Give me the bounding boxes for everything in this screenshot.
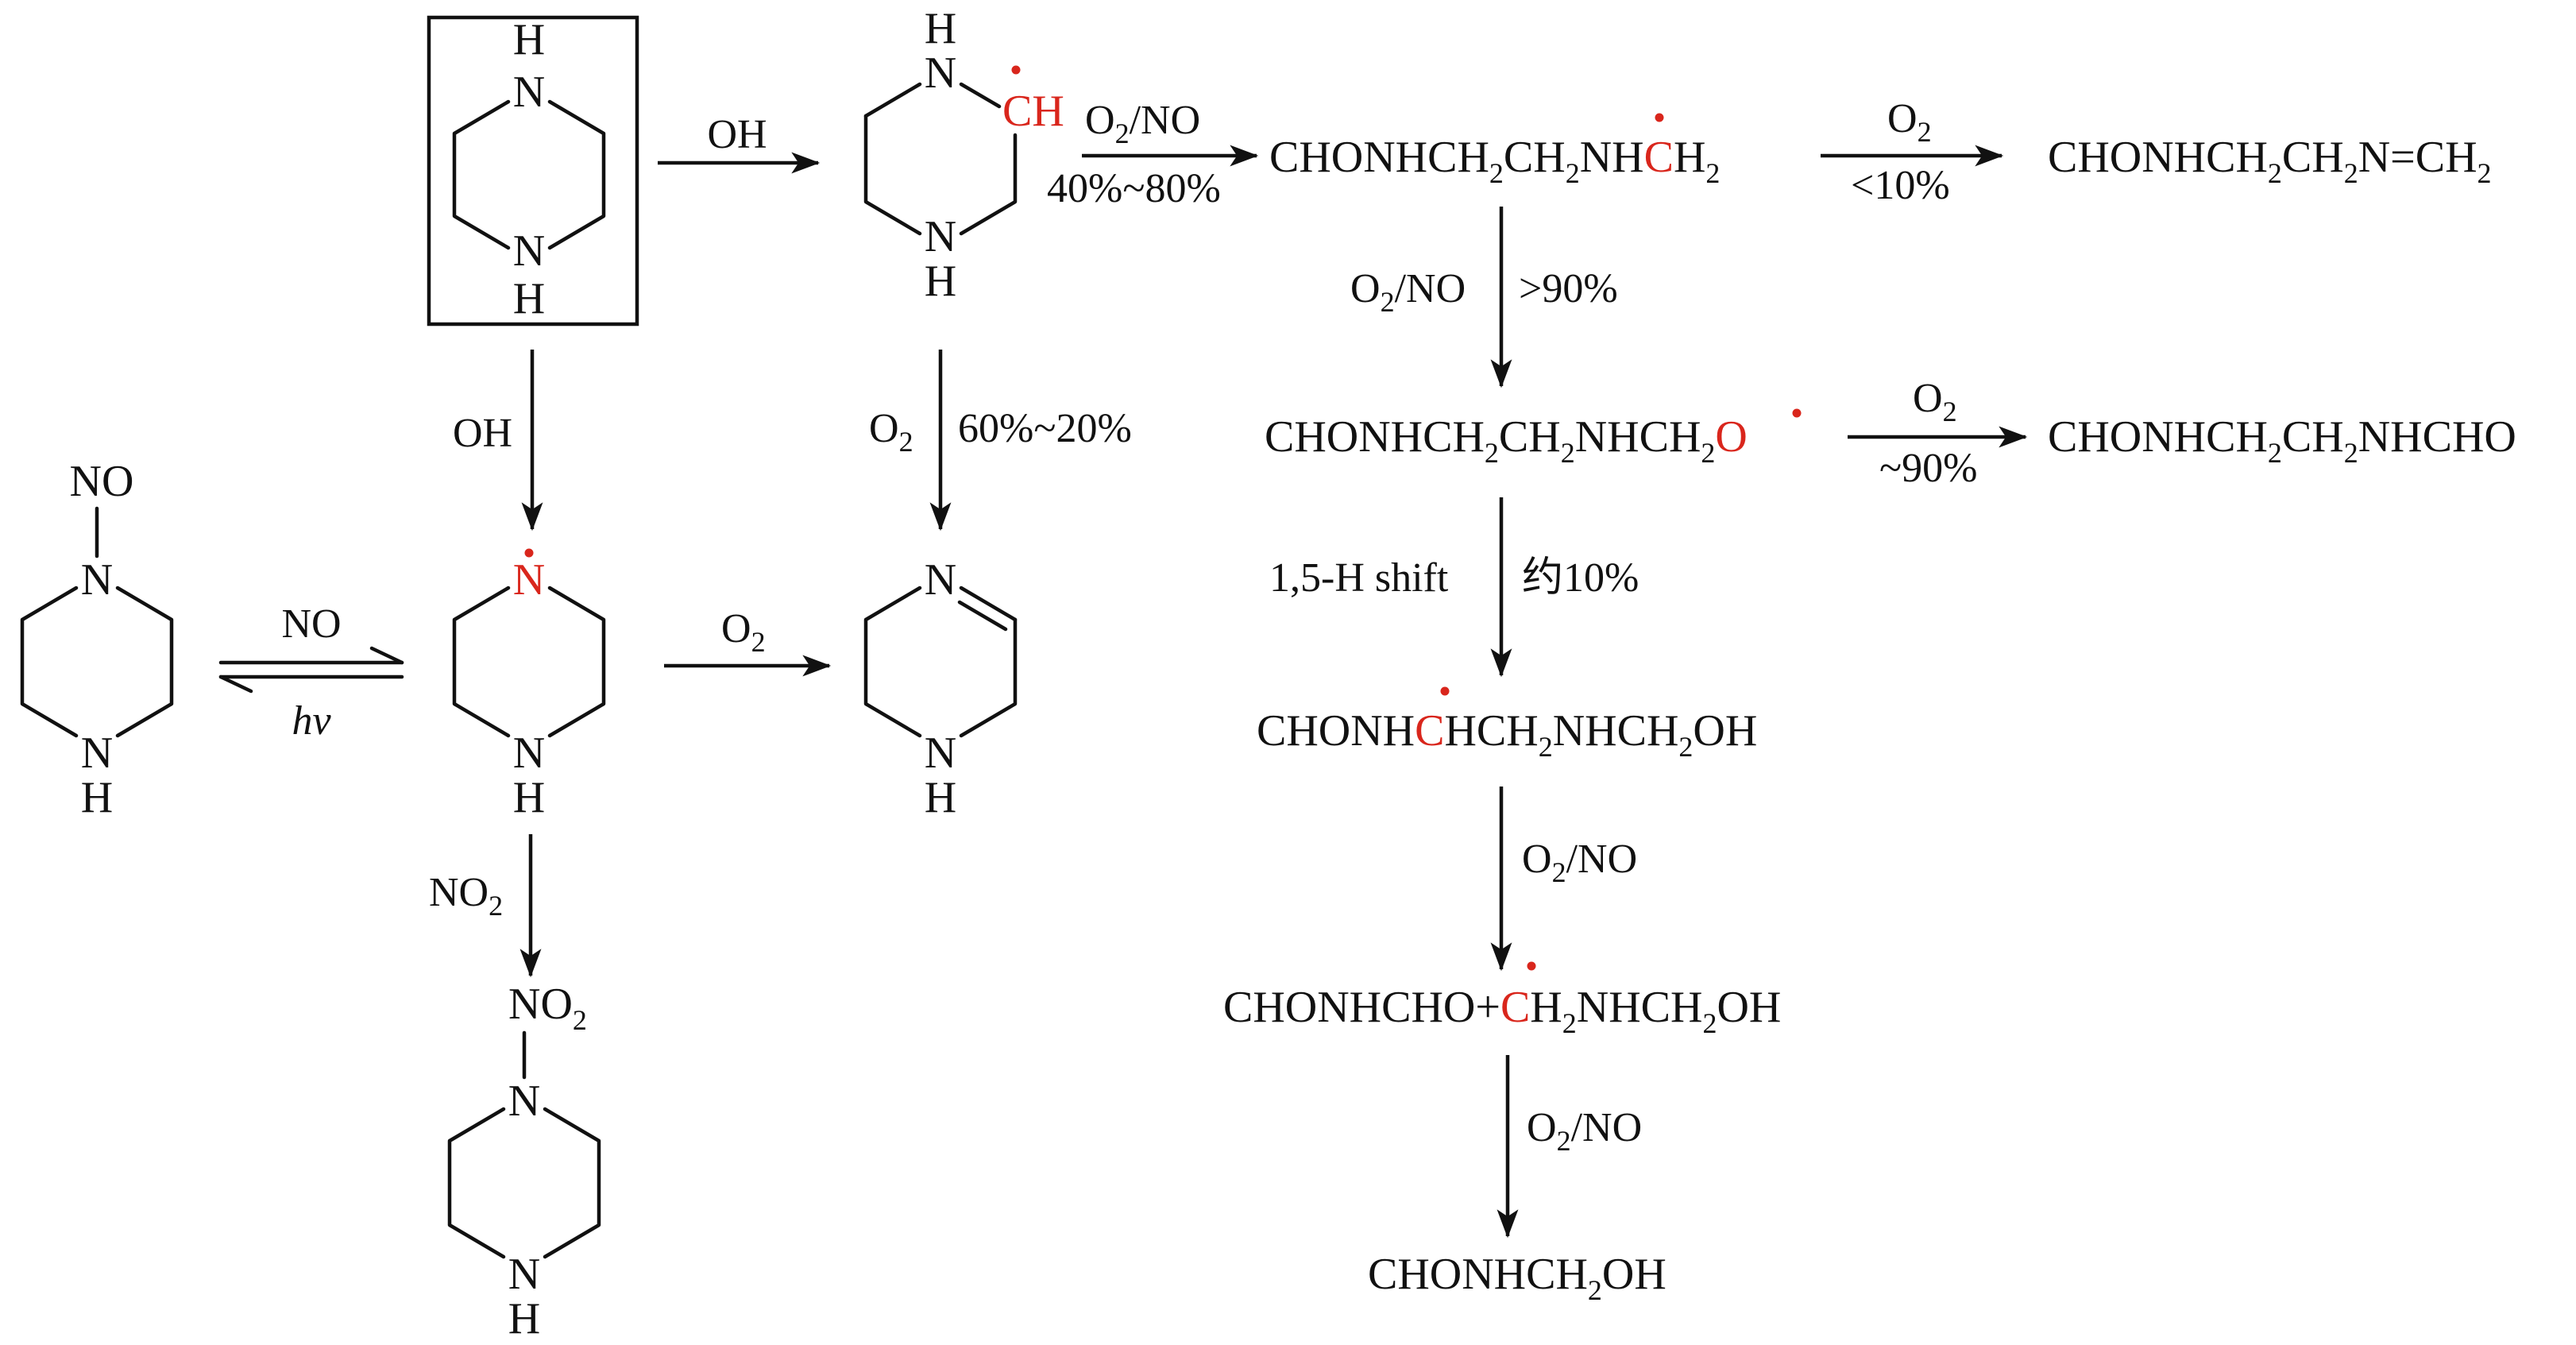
piperazine-structure: H N N H [427, 15, 639, 327]
atom-n: N [925, 555, 956, 605]
ring-bonds [447, 1107, 506, 1259]
ring-bonds [20, 586, 79, 738]
piperazine-box [427, 15, 639, 327]
double-bond [957, 600, 1008, 632]
label-no2: NO2 [429, 870, 503, 922]
atom-h: H [925, 773, 956, 822]
label-no: NO [281, 601, 341, 647]
radical-dot [1527, 961, 1536, 971]
atom-h: H [513, 274, 545, 323]
label-yield-60-20: 60%~20% [958, 406, 1132, 451]
atom-n: N [508, 1250, 540, 1299]
atom-h: H [81, 773, 113, 822]
atom-n: N [513, 226, 545, 276]
atom-n: N [513, 68, 545, 117]
radical-dot [1655, 113, 1664, 122]
atom-n: N [81, 729, 113, 778]
carbon-radical-structure: H N CH N H [863, 4, 1064, 306]
ring-bonds [452, 99, 511, 250]
species-fragments: CHONHCHO+CH2NHCH2OH [1223, 983, 1781, 1039]
atom-h: H [513, 15, 545, 64]
label-yield-10: 约10% [1522, 555, 1639, 601]
label-yield-lt10: <10% [1851, 163, 1950, 208]
nitroso-group: NO [70, 457, 134, 506]
ring-bonds [863, 114, 922, 236]
nitrosopiperazine-structure: NO N N H [20, 457, 174, 822]
label-o2-no: O2/NO [1522, 837, 1637, 888]
label-o2-no: O2/NO [1085, 98, 1200, 149]
atom-h: H [925, 4, 956, 53]
ring-bonds [543, 1107, 601, 1259]
atom-n: N [925, 48, 956, 98]
atom-h: H [508, 1294, 540, 1343]
atom-n: N [925, 212, 956, 261]
label-oh: OH [453, 411, 512, 456]
label-yield-40-80: 40%~80% [1047, 166, 1221, 211]
radical-dot [1792, 408, 1802, 418]
label-o2: O2 [721, 606, 766, 658]
nitrogen-radical-structure: N N H [452, 548, 606, 822]
label-o2: O2 [1913, 376, 1957, 427]
atom-n: N [925, 729, 956, 778]
species-diformamide: CHONHCH2CH2NHCHO [2048, 412, 2516, 469]
reverse-half-arrow [218, 674, 253, 694]
ring-bonds [959, 617, 1018, 738]
atom-n: N [81, 555, 113, 605]
radical-dot [1011, 65, 1021, 75]
ring-bonds [547, 586, 606, 738]
label-o2: O2 [869, 406, 913, 458]
equilibrium-arrows [218, 646, 404, 694]
forward-half-arrow [369, 646, 404, 665]
atom-n: N [508, 1076, 540, 1126]
ring-bonds [959, 133, 1018, 236]
atom-ch-radical: CH [1002, 87, 1064, 136]
ring-bonds [863, 586, 922, 738]
species-alkoxy-radical: CHONHCH2CH2NHCH2O [1265, 412, 1748, 469]
ring-bonds [452, 586, 511, 738]
nitro-group: NO2 [508, 980, 587, 1036]
label-h-shift: 1,5-H shift [1269, 555, 1449, 601]
label-yield-gt90: >90% [1519, 266, 1618, 311]
label-o2-no: O2/NO [1350, 266, 1466, 318]
species-final: CHONHCH2OH [1368, 1250, 1666, 1306]
imine-ring-structure: N N H [863, 555, 1018, 822]
label-o2-no: O2/NO [1527, 1105, 1642, 1157]
atom-h: H [513, 773, 545, 822]
ring-bonds [863, 82, 922, 118]
species-ch2-radical: CHONHCH2CH2NHCH2 [1269, 133, 1720, 189]
ring-bonds [547, 99, 606, 250]
label-oh: OH [707, 112, 767, 157]
double-bond [959, 586, 1018, 622]
atom-n: N [513, 729, 545, 778]
nitropiperazine-structure: NO2 N N H [447, 980, 601, 1343]
label-o2: O2 [1887, 96, 1932, 148]
species-hydroxy-radical: CHONHCHCH2NHCH2OH [1257, 706, 1757, 763]
species-imine: CHONHCH2CH2N=CH2 [2048, 133, 2492, 189]
ring-bonds [115, 586, 174, 738]
atom-h: H [925, 257, 956, 306]
label-hv: hν [292, 698, 331, 744]
radical-dot [1440, 686, 1450, 696]
label-yield-90: ~90% [1879, 446, 1977, 491]
ring-bonds [959, 82, 1002, 109]
atom-n-radical: N [513, 555, 545, 605]
radical-dot [524, 548, 534, 558]
